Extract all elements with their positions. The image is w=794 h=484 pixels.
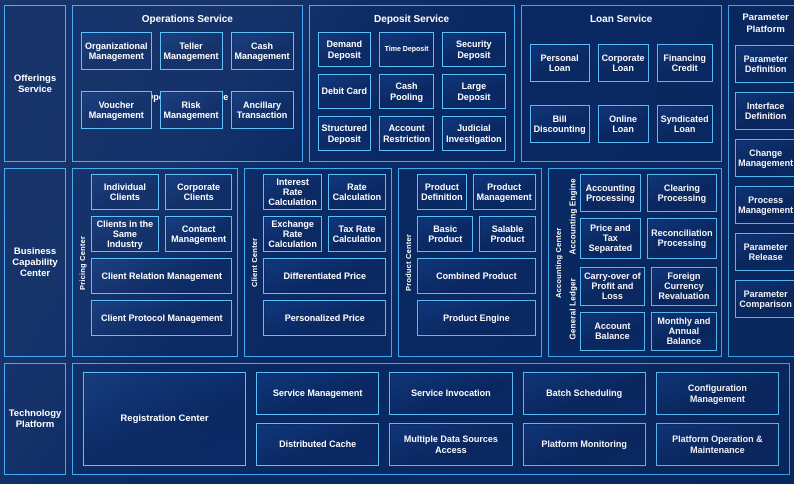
item-salable-product[interactable]: Salable Product [479,216,536,252]
item-foreign-currency-revaluation[interactable]: Foreign Currency Revaluation [651,266,717,306]
item-account-restriction[interactable]: Account Restriction [379,116,435,151]
item-parameter-comparison[interactable]: Parameter Comparison [734,279,794,318]
item-time-deposit[interactable]: Time Deposit [379,32,435,67]
item-platform-operation-and-maintenance[interactable]: Platform Operation & Maintenance [655,423,779,466]
item-ancillary-transaction[interactable]: Ancillary Transaction [230,91,294,129]
panel-deposit-service[interactable]: Deposit Service Demand Deposit Time Depo… [308,5,515,162]
item-combined-product[interactable]: Combined Product [417,258,536,294]
deposit-service-items: Demand Deposit Time Deposit Security Dep… [317,32,506,153]
panel-parameter-platform[interactable]: Parameter Platform Parameter Definition … [727,5,794,357]
panel-title-operations-service: Operations Service [141,14,233,25]
item-product-engine[interactable]: Product Engine [417,300,536,336]
item-product-management[interactable]: Product Management [472,174,536,210]
item-client-relation-management[interactable]: Client Relation Management [91,258,233,294]
item-distributed-cache[interactable]: Distributed Cache [256,423,380,466]
panel-title-loan-service: Loan Service [589,14,653,25]
item-carry-over-of-profit-and-loss[interactable]: Carry-over of Profit and Loss [579,266,646,306]
item-security-deposit[interactable]: Security Deposit [442,32,506,67]
item-individual-clients[interactable]: Individual Clients [91,174,159,210]
item-contact-management[interactable]: Contact Management [164,216,233,252]
item-tax-rate-calculation[interactable]: Tax Rate Calculation [327,216,387,252]
item-service-invocation[interactable]: Service Invocation [389,372,513,415]
item-organizational-management[interactable]: Organizational Management [81,32,152,70]
item-reconciliation-processing[interactable]: Reconciliation Processing [647,218,717,259]
item-client-protocol-management[interactable]: Client Protocol Management [91,300,233,336]
item-product-definition[interactable]: Product Definition [417,174,467,210]
item-cash-management[interactable]: Cash Management [230,32,294,70]
business-capability-center-row: Business Capability Center Pricing Cente… [4,168,722,357]
item-service-management[interactable]: Service Management [256,372,380,415]
registration-center-wrapper: Registration Center [83,372,246,466]
offerings-service-spine-label: Offerings Service [4,5,66,162]
item-differentiated-price[interactable]: Differentiated Price [263,258,387,294]
item-interest-rate-calculation[interactable]: Interest Rate Calculation [263,174,322,210]
item-personal-loan[interactable]: Personal Loan [529,44,590,82]
item-cash-pooling[interactable]: Cash Pooling [379,74,435,109]
item-clients-in-the-same-industry[interactable]: Clients in the Same Industry [91,216,159,252]
column-product-center[interactable]: Product Center Product Definition Produc… [398,168,542,357]
offerings-service-row: Offerings Service Operations Service Ope… [4,5,722,162]
column-label-product-center: Product Center [404,234,414,291]
loan-service-items: Personal Loan Corporate Loan Financing C… [529,32,713,153]
panel-title-deposit-service: Deposit Service [374,14,450,25]
item-configuration-management[interactable]: Configuration Management [655,372,779,415]
item-exchange-rate-calculation[interactable]: Exchange Rate Calculation [263,216,322,252]
item-basic-product[interactable]: Basic Product [417,216,474,252]
item-corporate-clients[interactable]: Corporate Clients [164,174,233,210]
item-large-deposit[interactable]: Large Deposit [442,74,506,109]
item-interface-definition[interactable]: Interface Definition [734,91,794,130]
upper-section: Offerings Service Operations Service Ope… [4,5,794,357]
item-online-loan[interactable]: Online Loan [597,105,649,143]
operations-service-items: Organizational Management Teller Managem… [81,32,294,153]
item-account-balance[interactable]: Account Balance [579,311,646,351]
panel-technology-platform[interactable]: Registration Center Service Management S… [72,363,790,475]
item-parameter-release[interactable]: Parameter Release [734,232,794,271]
item-multiple-data-sources-access[interactable]: Multiple Data Sources Access [389,423,513,466]
item-accounting-processing[interactable]: Accounting Processing [579,174,642,213]
subgroup-label-general-ledger: General Ledger [568,278,578,340]
item-debit-card[interactable]: Debit Card [317,74,372,109]
item-rate-calculation[interactable]: Rate Calculation [327,174,387,210]
item-process-management[interactable]: Process Management [734,185,794,224]
item-financing-credit[interactable]: Financing Credit [656,44,713,82]
item-batch-scheduling[interactable]: Batch Scheduling [522,372,646,415]
item-price-and-tax-separated[interactable]: Price and Tax Separated [579,218,642,259]
item-personalized-price[interactable]: Personalized Price [263,300,387,336]
item-monthly-and-annual-balance[interactable]: Monthly and Annual Balance [651,311,717,351]
item-judicial-investigation[interactable]: Judicial Investigation [442,116,506,151]
column-accounting-center[interactable]: Accounting Center Accounting Engine Acco… [547,168,722,357]
subgroup-general-ledger: General Ledger Carry-over of Profit and … [566,266,717,351]
item-platform-monitoring[interactable]: Platform Monitoring [522,423,646,466]
subgroup-label-accounting-engine: Accounting Engine [568,178,578,255]
item-change-management[interactable]: Change Management [734,138,794,177]
panel-operations-service[interactable]: Operations Service Operations Service Or… [72,5,303,162]
panel-loan-service[interactable]: Loan Service Personal Loan Corporate Loa… [520,5,722,162]
column-label-accounting-center: Accounting Center [553,227,563,298]
item-parameter-definition[interactable]: Parameter Definition [734,44,794,83]
item-registration-center[interactable]: Registration Center [83,372,246,466]
column-client-center[interactable]: Client Center Interest Rate Calculation … [244,168,393,357]
item-demand-deposit[interactable]: Demand Deposit [317,32,372,67]
item-corporate-loan[interactable]: Corporate Loan [597,44,649,82]
item-bill-discounting[interactable]: Bill Discounting [529,105,590,143]
item-teller-management[interactable]: Teller Management [159,32,223,70]
item-syndicated-loan[interactable]: Syndicated Loan [656,105,713,143]
technology-platform-items: Service Management Service Invocation Ba… [256,372,779,466]
technology-platform-row: Technology Platform Registration Center … [4,363,790,475]
item-voucher-management[interactable]: Voucher Management [81,91,152,129]
item-risk-management[interactable]: Risk Management [159,91,223,129]
column-pricing-center[interactable]: Pricing Center Individual Clients Corpor… [72,168,239,357]
column-label-pricing-center: Pricing Center [78,235,87,290]
panel-title-parameter-platform: Parameter Platform [742,12,789,35]
subgroup-accounting-engine: Accounting Engine Accounting Processing … [566,174,717,259]
item-clearing-processing[interactable]: Clearing Processing [647,174,717,213]
item-structured-deposit[interactable]: Structured Deposit [317,116,372,151]
business-capability-center-spine-label: Business Capability Center [4,168,66,357]
technology-platform-spine-label: Technology Platform [4,363,66,475]
column-label-client-center: Client Center [250,237,260,288]
